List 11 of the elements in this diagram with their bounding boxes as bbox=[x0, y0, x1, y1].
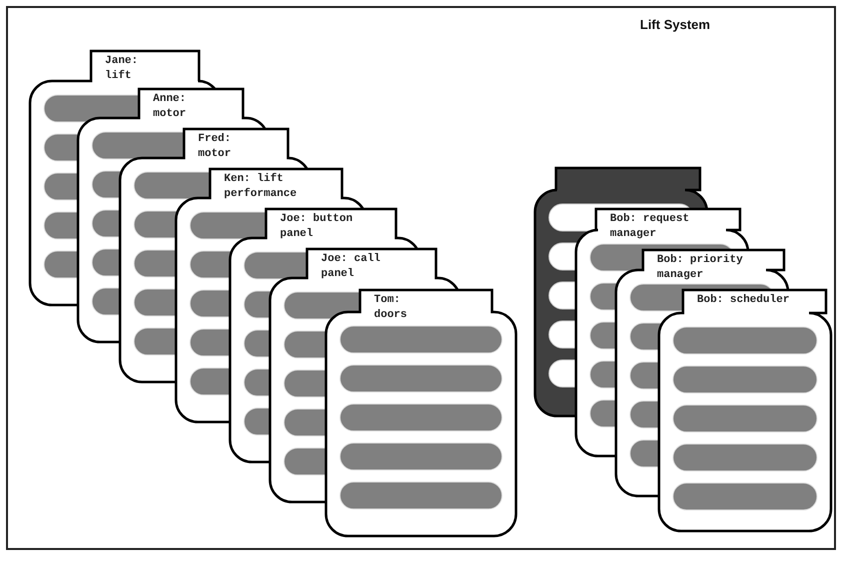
card-title: Jane: lift bbox=[105, 54, 140, 84]
card-title: Bob: priority manager bbox=[657, 253, 744, 283]
card-title: Bob: request manager bbox=[610, 212, 690, 242]
card-title: Joe: button panel bbox=[280, 212, 354, 242]
card-title: Bob: scheduler bbox=[697, 293, 790, 308]
card-title: Tom: doors bbox=[374, 293, 408, 323]
card-title: Ken: lift performance bbox=[224, 172, 298, 202]
card-title: Fred: motor bbox=[198, 132, 232, 162]
diagram-title: Lift System bbox=[640, 17, 710, 32]
card-title: Anne: motor bbox=[153, 92, 188, 122]
card-title: Joe: call panel bbox=[321, 252, 382, 282]
